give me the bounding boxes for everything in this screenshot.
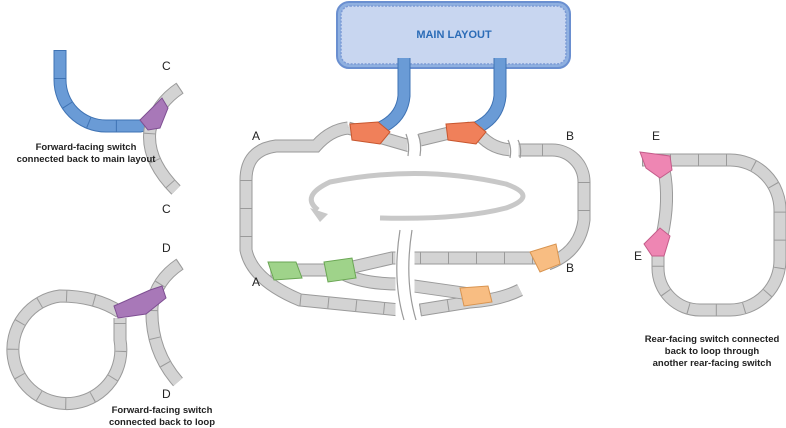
direction-arrowhead [310, 208, 328, 222]
label-d-bottom: D [162, 387, 171, 401]
label-d-top: D [162, 241, 171, 255]
switch-pink-bottom [643, 227, 671, 257]
label-c-top: C [162, 59, 171, 73]
switch-orange-red-right [445, 121, 487, 145]
label-a-top: A [252, 129, 260, 143]
main-layout-title: MAIN LAYOUT [416, 29, 492, 41]
switch-green-left [267, 261, 303, 281]
label-e-bottom: E [634, 249, 642, 263]
diagram-rear-loop: E E Rear-facing switch connected back to… [634, 129, 786, 369]
diagram-forward-loop: D D Forward-facing switch connected back… [6, 241, 215, 428]
label-b-bottom: B [566, 261, 574, 275]
label-c-bottom: C [162, 202, 171, 216]
caption-rear-loop-3: another rear-facing switch [653, 358, 772, 369]
switch-green-right [323, 257, 357, 283]
caption-forward-main-1: Forward-facing switch [36, 142, 137, 153]
switch-orange-red-left [349, 121, 391, 145]
switch-pink-top [639, 151, 673, 179]
caption-forward-loop-1: Forward-facing switch [112, 405, 213, 416]
switch-purple-bottom [113, 285, 167, 319]
label-b-top: B [566, 129, 574, 143]
switch-purple-top [139, 97, 169, 131]
diagram-center-layout: A A B B [239, 58, 591, 327]
caption-forward-loop-2: connected back to loop [109, 417, 215, 428]
main-layout-box: MAIN LAYOUT [336, 1, 571, 69]
caption-rear-loop-2: back to loop through [665, 346, 760, 357]
label-e-top: E [652, 129, 660, 143]
label-a-bottom: A [252, 275, 260, 289]
caption-rear-loop-1: Rear-facing switch connected [645, 334, 780, 345]
switch-orange-bottom [459, 285, 493, 307]
switch-orange-b [529, 243, 561, 273]
diagram-forward-main: C C Forward-facing switch connected back… [17, 50, 184, 216]
direction-arrow [308, 171, 526, 221]
caption-forward-main-2: connected back to main layout [17, 154, 157, 165]
